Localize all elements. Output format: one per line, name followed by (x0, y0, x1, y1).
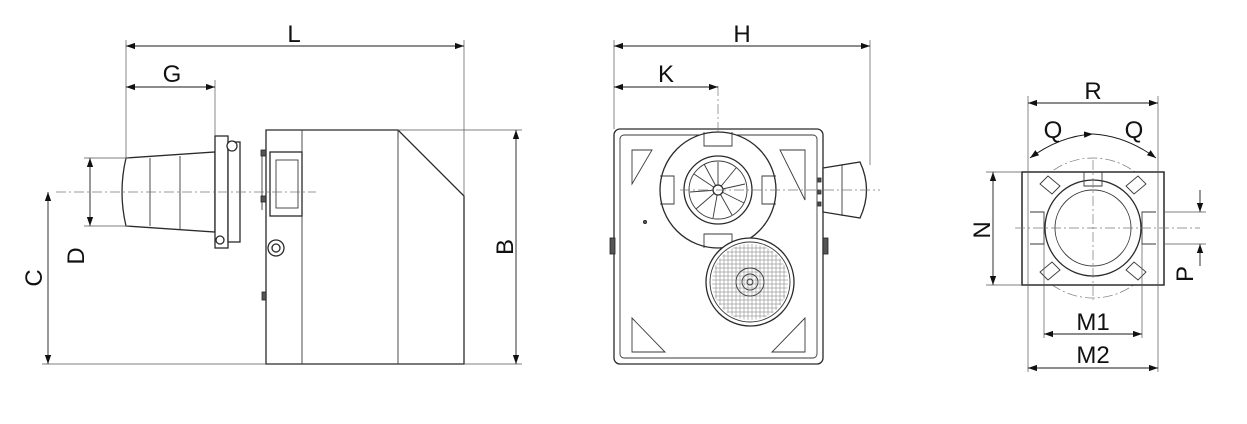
dim-label-N: N (969, 221, 996, 238)
fan-grille (705, 237, 795, 327)
side-view (56, 129, 465, 365)
fan-mesh (712, 244, 788, 320)
dim-label-L: L (287, 21, 300, 48)
dim-label-P: P (1172, 266, 1199, 282)
dim-label-Q-right: Q (1125, 117, 1144, 144)
dim-label-Q-left: Q (1044, 117, 1063, 144)
dim-label-M2: M2 (1076, 342, 1109, 369)
side-dimensions: L G D C B (21, 21, 522, 365)
dim-label-H: H (733, 21, 750, 48)
flange-view (1015, 157, 1200, 300)
dim-label-B: B (492, 239, 519, 255)
dim-label-K: K (658, 61, 674, 88)
flange-dimensions: R Q Q N P M1 M2 (969, 78, 1206, 372)
dim-label-G: G (163, 61, 182, 88)
right-knob (822, 237, 829, 255)
dim-label-C: C (21, 269, 48, 286)
dim-label-D: D (63, 247, 90, 264)
front-dimensions: H K (613, 21, 871, 165)
dim-label-R: R (1084, 78, 1101, 105)
burner-body (265, 129, 465, 365)
dim-label-M1: M1 (1076, 309, 1109, 336)
left-knob (609, 237, 616, 255)
front-view (609, 86, 880, 365)
